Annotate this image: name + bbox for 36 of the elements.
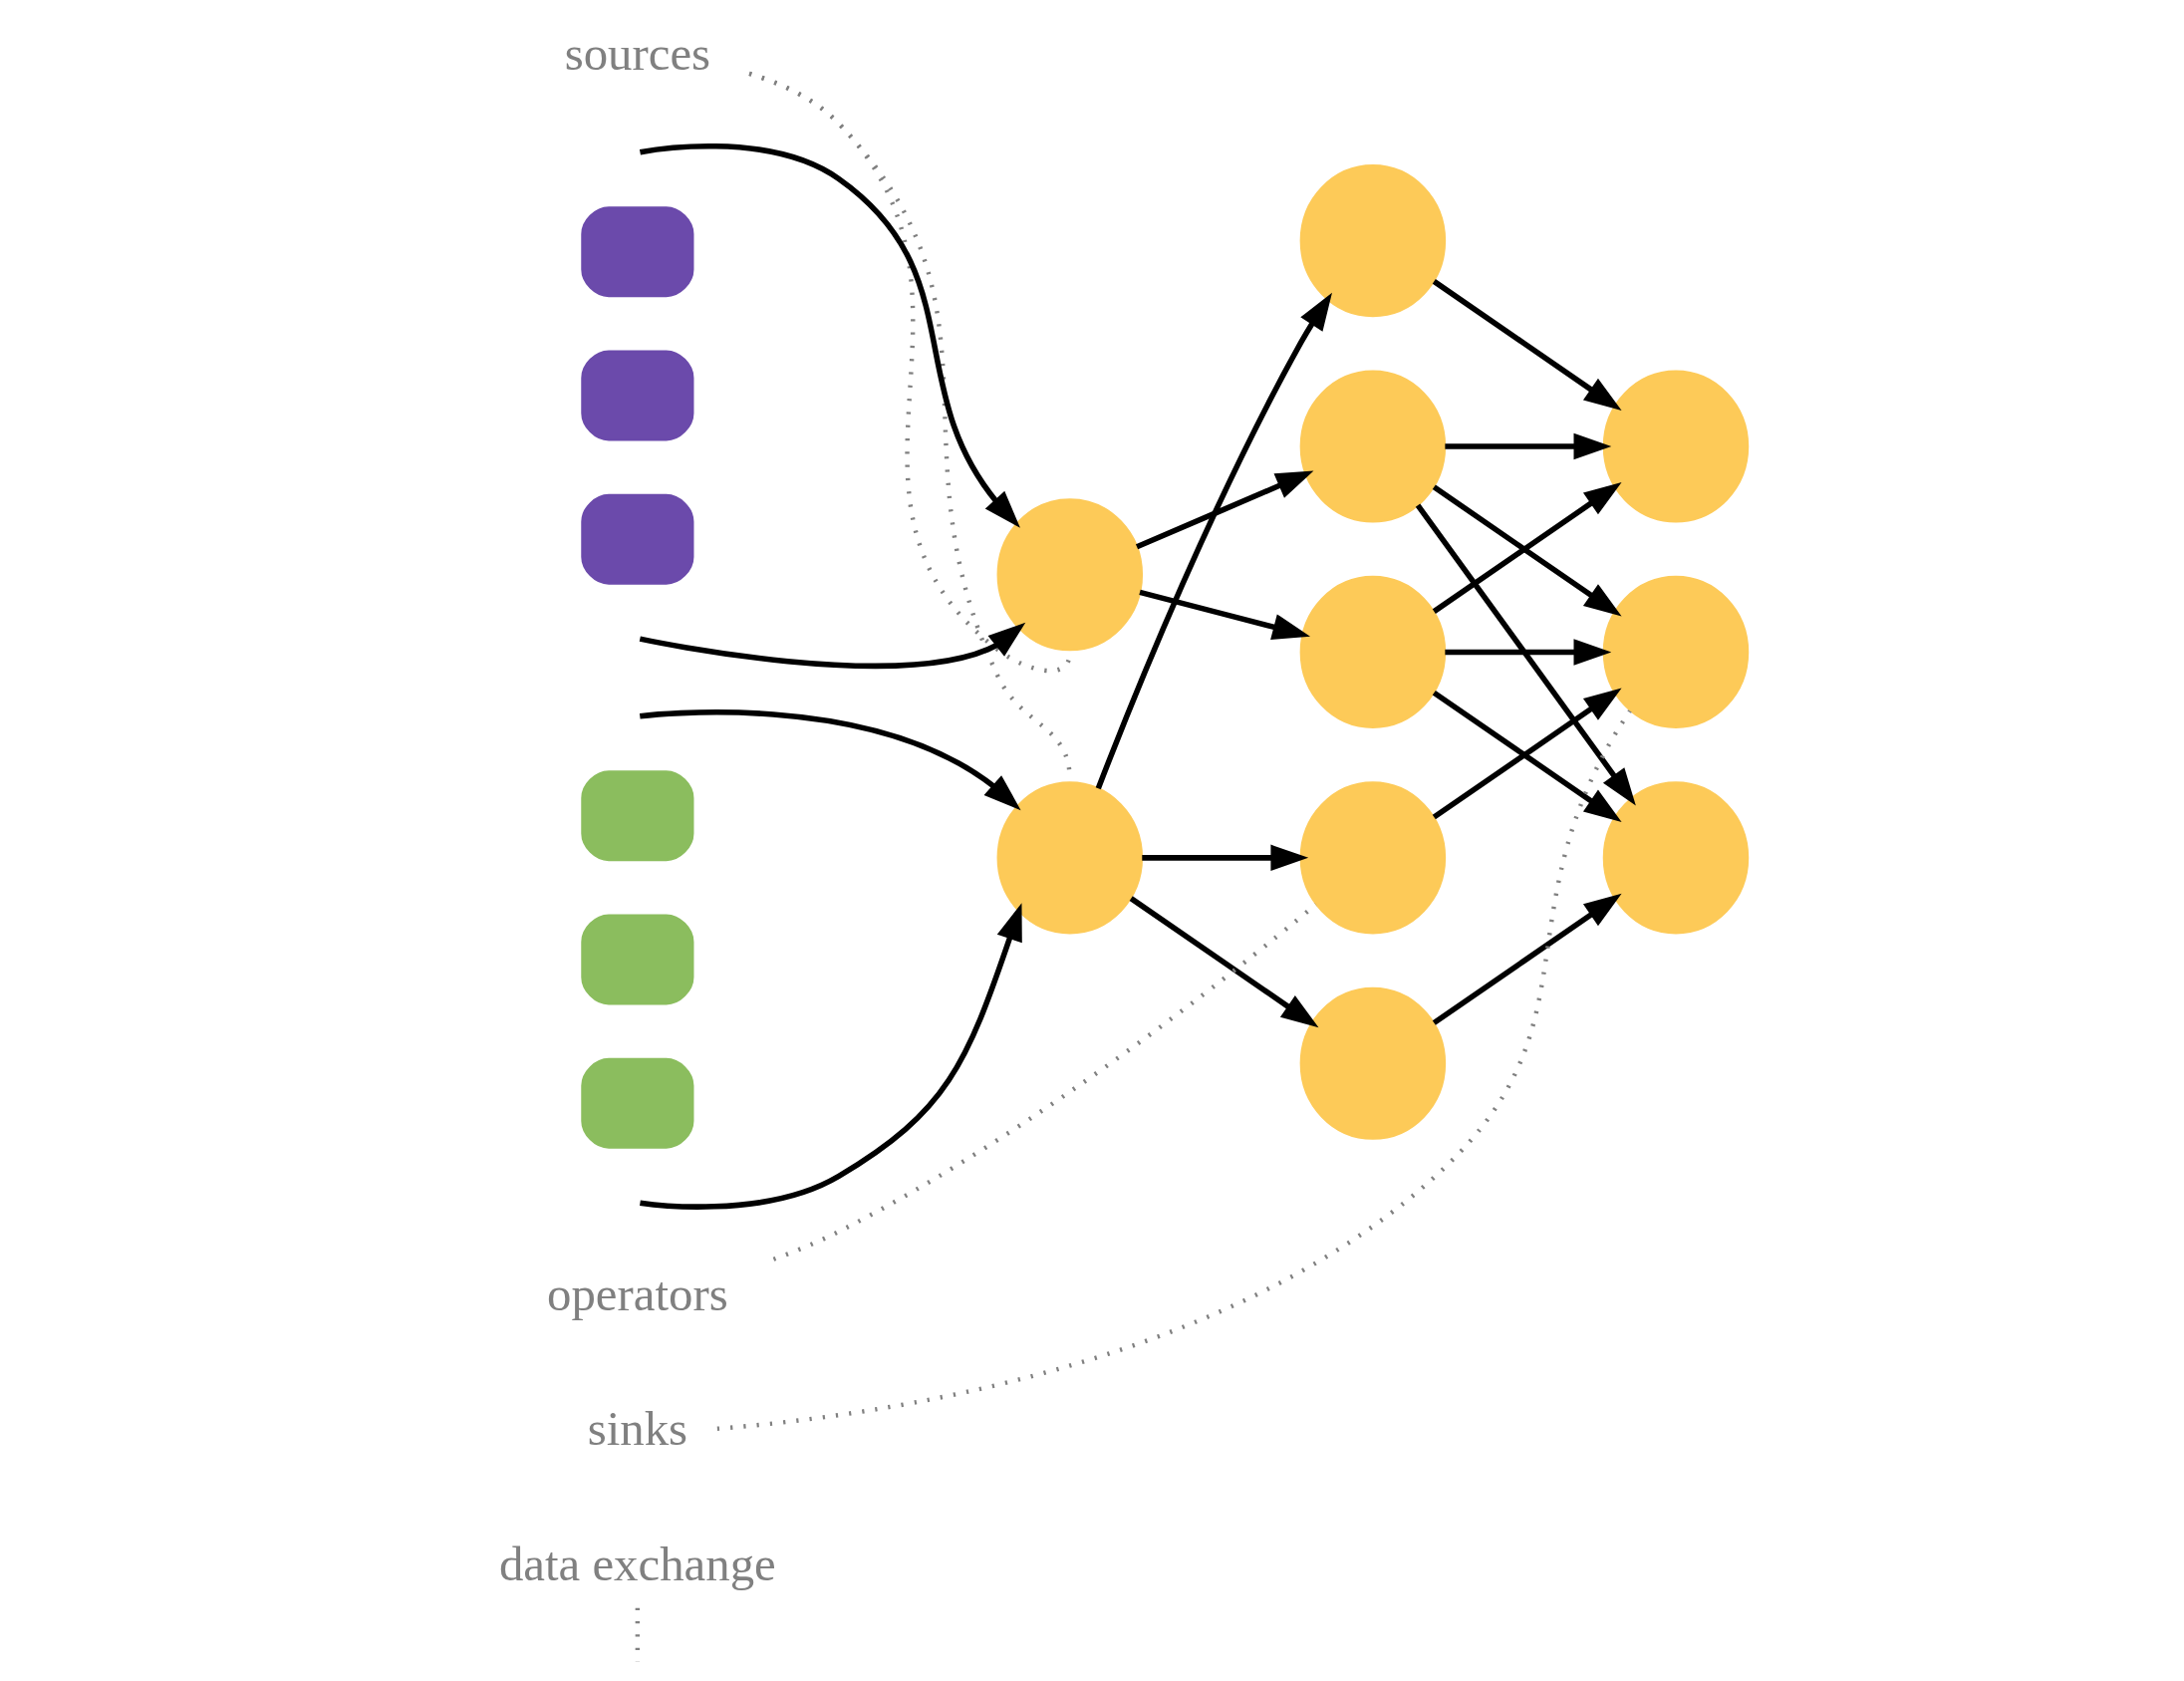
- node-circle: [1299, 164, 1447, 318]
- arrow: [639, 622, 1026, 669]
- arrow: [640, 903, 1022, 1210]
- arrow: [1095, 292, 1332, 790]
- arrow: [1432, 893, 1622, 1025]
- node-text: data exchange: [498, 1536, 776, 1591]
- node-box: [581, 1057, 694, 1149]
- node-circle: [1299, 370, 1447, 523]
- arrow: [1142, 844, 1309, 872]
- node-text: sources: [564, 25, 711, 81]
- arrow: [1445, 432, 1612, 460]
- node-box: [581, 493, 694, 585]
- node-circle: [1602, 575, 1750, 728]
- arrow: [1139, 589, 1311, 641]
- arrow: [1432, 279, 1622, 412]
- node-text: operators: [547, 1265, 728, 1321]
- node-box: [581, 350, 694, 441]
- arrow: [639, 143, 1020, 528]
- node-circle: [1299, 575, 1447, 728]
- node-circle: [1602, 370, 1750, 523]
- node-box: [581, 206, 694, 298]
- arrow: [1445, 639, 1612, 666]
- node-circle: [1299, 986, 1447, 1140]
- node-circle: [996, 498, 1144, 652]
- arrow: [639, 709, 1021, 811]
- node-circle: [1602, 781, 1750, 935]
- arrow: [1135, 470, 1314, 550]
- node-text: sinks: [587, 1401, 688, 1457]
- node-circle: [996, 781, 1144, 935]
- arrow: [1129, 896, 1319, 1028]
- node-circle: [1299, 781, 1447, 935]
- node-box: [581, 914, 694, 1005]
- node-box: [581, 770, 694, 862]
- arrow: [1415, 503, 1636, 806]
- connector: [772, 903, 1318, 1261]
- connector: [716, 709, 1632, 1432]
